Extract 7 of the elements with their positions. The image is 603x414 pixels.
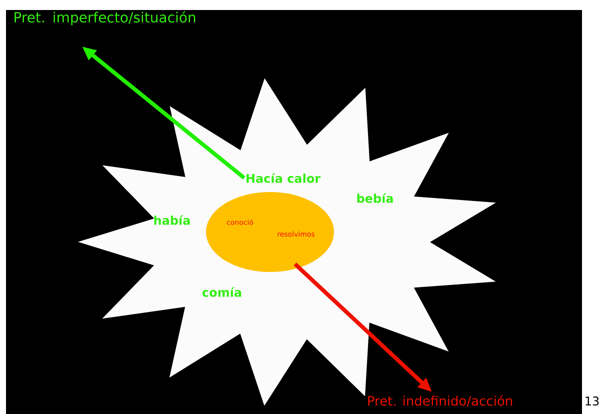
page-number: 13	[586, 396, 599, 406]
word-label: comía	[202, 287, 242, 297]
word-label: Hacía calor	[246, 173, 321, 183]
word-label: había	[154, 215, 190, 225]
text-label: Pret. indefinido/acción	[368, 395, 512, 407]
word-label: bebía	[357, 193, 393, 203]
text-label: Pret. imperfecto/situación	[14, 11, 196, 26]
